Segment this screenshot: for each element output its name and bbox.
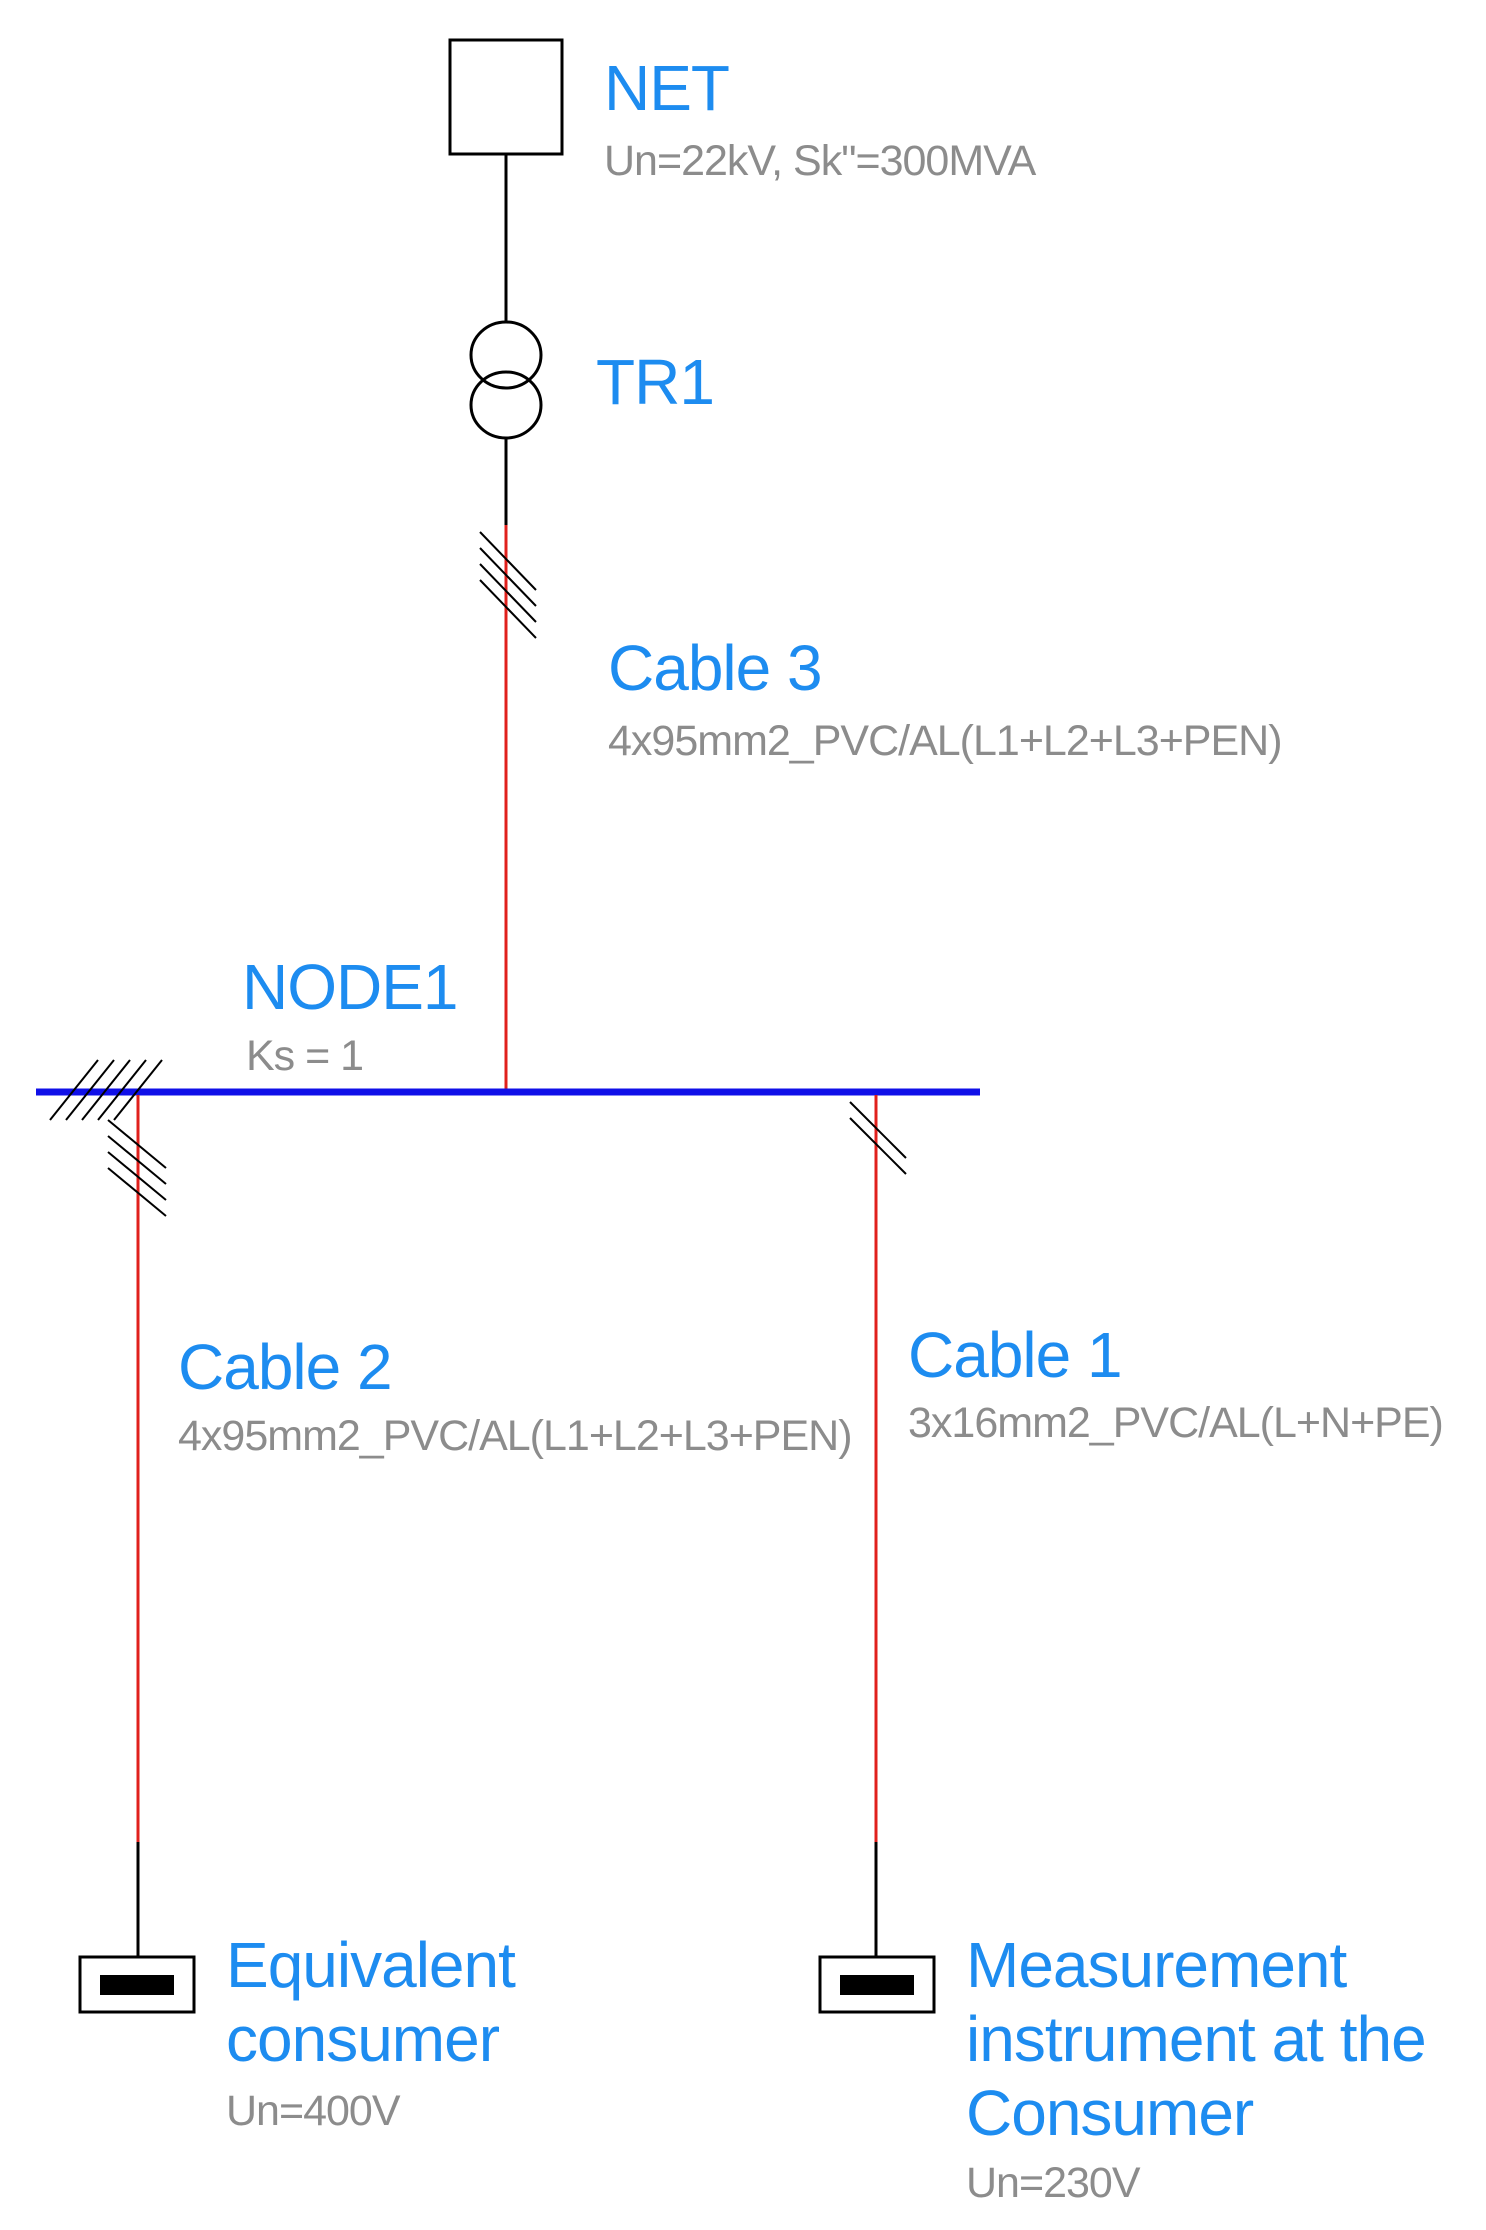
net-source-box[interactable] — [448, 38, 564, 156]
cable1-label: Cable 1 — [908, 1319, 1123, 1391]
net-params-label: Un=22kV, Sk"=300MVA — [604, 137, 1036, 185]
equivalent-consumer-label: Equivalent consumer — [226, 1928, 516, 2076]
equivalent-consumer-label-line2: consumer — [226, 2003, 500, 2075]
node1-busbar-ticks — [49, 1059, 163, 1121]
cable3-spec-label: 4x95mm2_PVC/AL(L1+L2+L3+PEN) — [608, 717, 1283, 765]
measurement-consumer-label: Measurement instrument at the Consumer — [966, 1928, 1427, 2150]
equivalent-consumer-params-label: Un=400V — [226, 2087, 401, 2135]
transformer-tr1-symbol[interactable] — [469, 320, 543, 440]
measurement-consumer-params-label: Un=230V — [966, 2159, 1141, 2207]
measurement-consumer-label-line2: instrument at the — [966, 2003, 1427, 2075]
cable1-conductor-ticks — [849, 1101, 907, 1175]
node1-label: NODE1 — [242, 951, 458, 1023]
equivalent-consumer-label-line1: Equivalent — [226, 1929, 516, 2001]
node1-params-label: Ks = 1 — [246, 1032, 364, 1080]
cable3-label: Cable 3 — [608, 632, 823, 704]
cable3-conductor-ticks — [479, 531, 537, 639]
measurement-consumer-label-line3: Consumer — [966, 2077, 1254, 2149]
cable2-label: Cable 2 — [178, 1331, 393, 1403]
measurement-consumer-symbol[interactable] — [818, 1955, 936, 2014]
net-label: NET — [604, 52, 730, 124]
cable2-conductor-ticks — [107, 1119, 167, 1217]
equivalent-consumer-symbol[interactable] — [78, 1955, 196, 2014]
cable2-spec-label: 4x95mm2_PVC/AL(L1+L2+L3+PEN) — [178, 1412, 853, 1460]
transformer-label: TR1 — [596, 346, 715, 418]
cable1-spec-label: 3x16mm2_PVC/AL(L+N+PE) — [908, 1399, 1444, 1447]
measurement-consumer-label-line1: Measurement — [966, 1929, 1347, 2001]
